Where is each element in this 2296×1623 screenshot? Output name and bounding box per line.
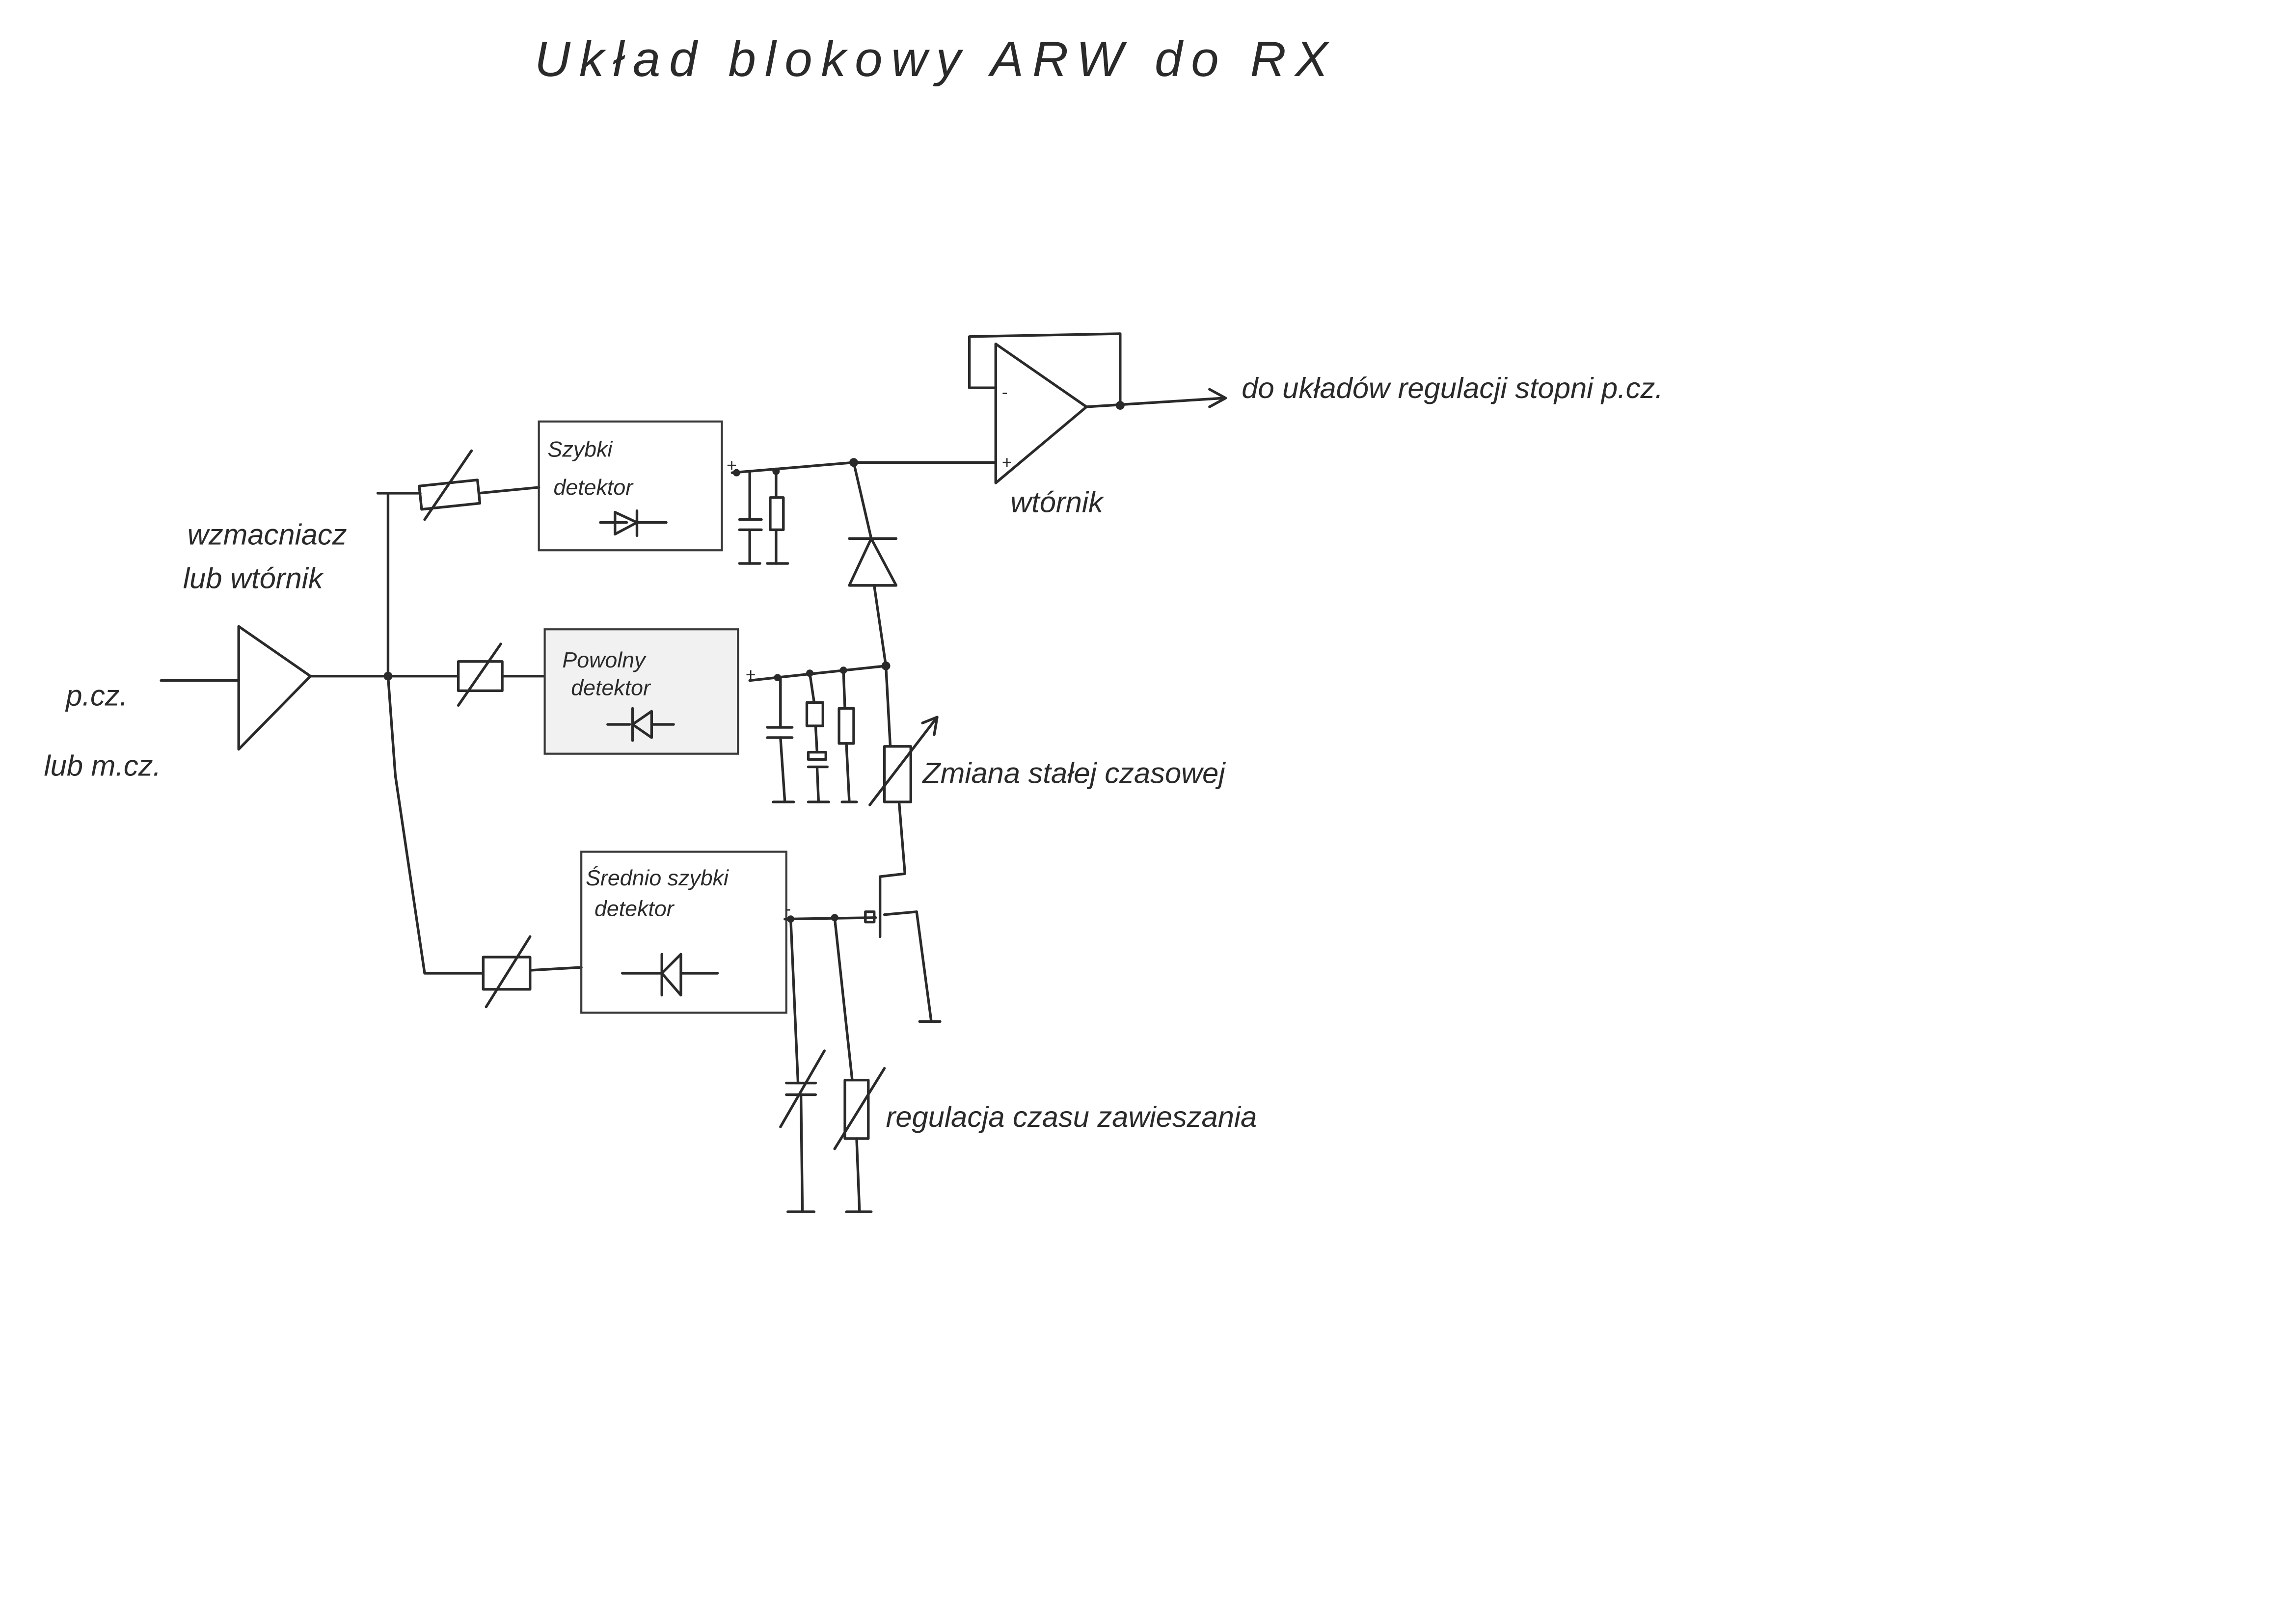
detector-fast-line2: detektor [553,476,634,500]
resistor-capacitor-icon [805,672,830,803]
detector-fast: Szybki detektor + [538,420,736,552]
wire [783,916,877,921]
wire [789,917,800,1085]
capacitor-icon [766,676,795,803]
wire [873,584,888,667]
amplifier-label-line2: lub wtórnik [183,562,324,595]
amplifier-triangle-icon [237,625,312,751]
resistor-icon [837,669,858,803]
variable-resistor-icon [868,716,939,806]
diode-icon [599,509,668,537]
detector-medium-polarity: - [785,899,791,919]
amplifier-label-line1: wzmacniacz [188,518,347,551]
follower-plus: + [1001,452,1012,472]
junction-dot [732,469,740,477]
variable-attenuator-1-icon [386,449,540,521]
output-wire [1085,397,1226,408]
transistor-icon [878,875,942,1023]
variable-resistor-icon [833,1067,886,1213]
diode-icon [621,953,719,997]
wire [833,916,854,1082]
hold-time-label: regulacja czasu zawieszania [886,1100,1257,1133]
follower-label: wtórnik [1010,486,1105,519]
input-label-line2: lub m.cz. [44,749,161,782]
detector-slow-line1: Powolny [562,648,647,672]
wire [730,461,997,474]
gate-icon [864,910,876,924]
wire [884,665,892,748]
junction-dot [1115,401,1125,410]
detector-slow-line2: detektor [571,676,651,700]
diode-icon [848,537,898,587]
detector-medium: Średnio szybki detektor - [580,851,791,1014]
op-amp-icon [968,332,1122,484]
diagram-title: Układ blokowy ARW do RX [535,31,1337,87]
wire [852,461,873,540]
detector-slow: Powolny detektor + [543,628,756,755]
input-label-line1: p.cz. [65,679,128,712]
arrow-right-icon [1208,388,1227,408]
variable-attenuator-2-icon [457,642,546,707]
bus-wire [376,492,485,975]
capacitor-icon [738,471,763,565]
detector-medium-line2: detektor [594,897,675,921]
time-constant-label: Zmiana stałej czasowej [921,756,1226,789]
resistor-icon [766,470,789,565]
detector-fast-line1: Szybki [548,437,613,461]
variable-attenuator-3-icon [482,935,583,1009]
diode-icon [606,707,675,742]
follower-minus: - [1001,382,1007,402]
output-label: do układów regulacji stopni p.cz. [1242,372,1663,404]
wire [748,665,888,682]
variable-capacitor-icon [779,1049,826,1213]
wire [878,800,907,878]
detector-medium-line1: Średnio szybki [586,865,729,890]
